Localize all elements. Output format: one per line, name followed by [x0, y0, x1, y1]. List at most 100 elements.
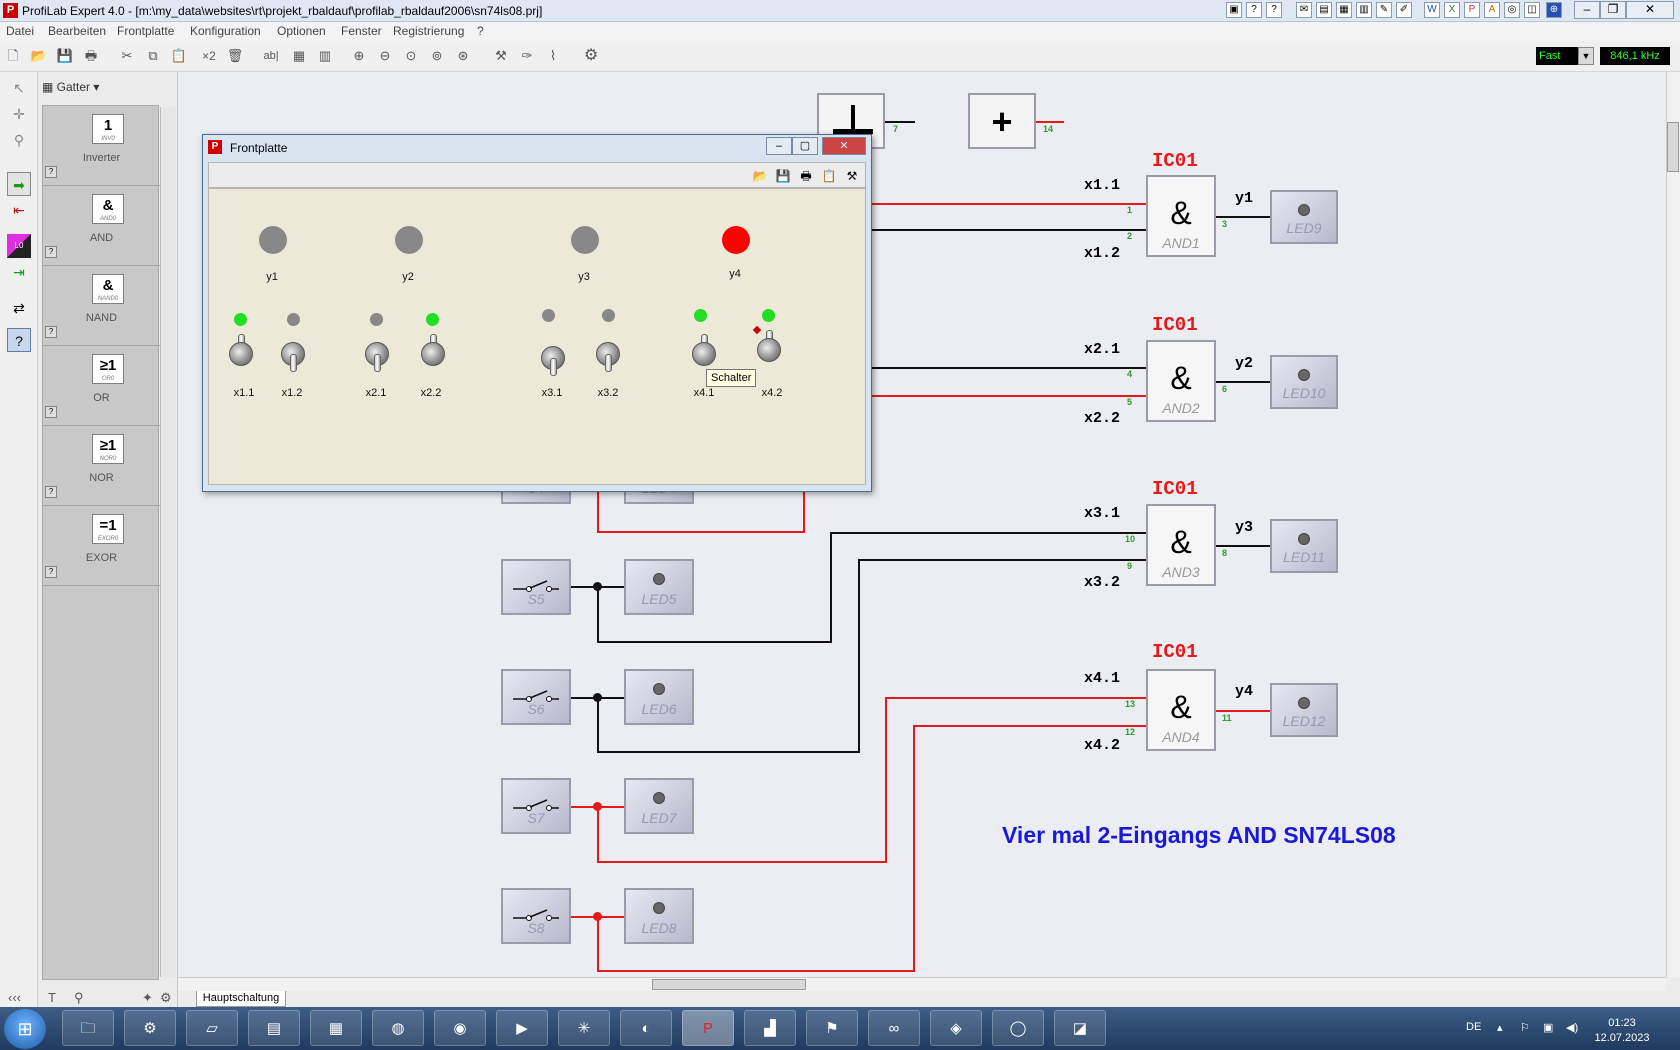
vertical-scroll-thumb[interactable]: [1667, 122, 1679, 172]
library-category-select[interactable]: ▦ Gatter ▾: [42, 80, 100, 94]
copy-icon[interactable]: ⧉: [148, 48, 158, 63]
excel-icon[interactable]: X: [1444, 2, 1460, 18]
led-led7[interactable]: LED7: [624, 778, 694, 834]
switch-s8[interactable]: S8: [501, 888, 571, 944]
duplicate-button[interactable]: ×2: [202, 49, 216, 63]
paste-icon[interactable]: 📋: [821, 169, 837, 183]
pointer-icon[interactable]: ↖: [13, 80, 25, 96]
menu-fenster[interactable]: Fenster: [341, 24, 382, 38]
toggle-x3-1[interactable]: [541, 338, 565, 378]
arduino-task-icon[interactable]: ∞: [868, 1010, 920, 1046]
chevron-down-icon[interactable]: ▼: [1578, 47, 1594, 65]
and-gate-and4[interactable]: &AND4: [1146, 669, 1216, 751]
zoom-in-icon[interactable]: ⊕: [353, 48, 365, 63]
toggle-x2-2[interactable]: [421, 334, 445, 374]
notebook-task-icon[interactable]: ▱: [186, 1010, 238, 1046]
pencil-icon[interactable]: ✐: [1396, 2, 1412, 18]
orange-app-task-icon[interactable]: ◈: [930, 1010, 982, 1046]
access-icon[interactable]: A: [1484, 2, 1500, 18]
minimize-button[interactable]: –: [1574, 1, 1600, 19]
switch-s5[interactable]: S5: [501, 559, 571, 615]
text-icon[interactable]: T: [48, 990, 56, 1005]
logic-analyzer-icon[interactable]: L0: [7, 234, 31, 258]
horizontal-scroll-thumb[interactable]: [652, 979, 806, 990]
help-icon[interactable]: ?: [45, 326, 57, 338]
powerpoint-icon[interactable]: P: [1464, 2, 1480, 18]
print-icon[interactable]: 🖶: [84, 48, 98, 63]
help-icon[interactable]: ?: [45, 406, 57, 418]
outlook-icon[interactable]: ◎: [1504, 2, 1520, 18]
office-icon[interactable]: ◫: [1524, 2, 1540, 18]
language-indicator[interactable]: DE: [1466, 1021, 1482, 1033]
help-icon-2[interactable]: ?: [1266, 2, 1282, 18]
chrome-task-icon[interactable]: ◉: [434, 1010, 486, 1046]
delete-icon[interactable]: 🗑: [226, 48, 244, 63]
bus-icon[interactable]: ⇥: [13, 264, 25, 280]
connect-icon[interactable]: ⌇: [549, 48, 557, 63]
toggle-x3-2[interactable]: [596, 334, 620, 374]
windows-start-icon[interactable]: ⊞: [4, 1009, 46, 1049]
library-scrollbar[interactable]: [160, 107, 176, 977]
tool-app-task-icon[interactable]: ⚑: [806, 1010, 858, 1046]
switch-s6[interactable]: S6: [501, 669, 571, 725]
frontplatte-close-button[interactable]: ✕: [822, 137, 866, 155]
crosshair-icon[interactable]: ✛: [13, 106, 25, 122]
output-arrow-icon[interactable]: ⇤: [13, 202, 25, 218]
menu-frontplatte[interactable]: Frontplatte: [117, 24, 175, 38]
new-file-icon[interactable]: 🗋: [7, 48, 19, 63]
grid-icon[interactable]: ▦: [292, 48, 306, 63]
columns-icon[interactable]: ▥: [318, 48, 332, 63]
help-icon[interactable]: ?: [45, 566, 57, 578]
mail-icon[interactable]: ✉: [1296, 2, 1312, 18]
toggle-x4-1[interactable]: [692, 334, 716, 374]
help-icon[interactable]: ?: [1246, 2, 1262, 18]
flag-icon[interactable]: ⚐: [1520, 1022, 1530, 1034]
frontplatte-minimize-button[interactable]: –: [766, 137, 792, 155]
paste-icon[interactable]: 📋: [170, 48, 188, 63]
explorer-task-icon[interactable]: 🗀: [62, 1010, 114, 1046]
and-gate-and2[interactable]: &AND2: [1146, 340, 1216, 422]
library-item-nand[interactable]: &NAND0 NAND ?: [43, 266, 160, 346]
help-icon[interactable]: ?: [45, 166, 57, 178]
zoom-out-icon[interactable]: ⊖: [379, 48, 391, 63]
floppy-task-icon[interactable]: ▤: [248, 1010, 300, 1046]
quicklaunch-icon[interactable]: ▣: [1226, 2, 1242, 18]
toggle-x1-1[interactable]: [229, 334, 253, 374]
led-led9[interactable]: LED9: [1270, 190, 1338, 244]
menu-optionen[interactable]: Optionen: [277, 24, 326, 38]
zoom-all-icon[interactable]: ⊛: [457, 48, 469, 63]
swap-icon[interactable]: ⇄: [13, 300, 25, 316]
vcc-component[interactable]: +: [968, 93, 1036, 149]
volume-icon[interactable]: ◀): [1566, 1022, 1579, 1034]
frontplatte-restore-button[interactable]: ▢: [792, 137, 818, 155]
globe-task-icon[interactable]: ◍: [372, 1010, 424, 1046]
network-icon[interactable]: ▣: [1543, 1022, 1554, 1034]
toggle-x4-2[interactable]: [757, 330, 781, 370]
collapse-library-button[interactable]: ‹‹‹: [8, 990, 21, 1005]
run-simulation-icon[interactable]: ⚙: [583, 47, 599, 64]
help-icon[interactable]: ?: [45, 246, 57, 258]
restore-button[interactable]: ❐: [1600, 1, 1626, 19]
word-icon[interactable]: W: [1424, 2, 1440, 18]
input-arrow-icon[interactable]: ➡: [7, 172, 31, 196]
calculator-task-icon[interactable]: ▦: [310, 1010, 362, 1046]
help-pointer-icon[interactable]: ?: [7, 328, 31, 352]
magnifier-icon[interactable]: ⚲: [13, 132, 25, 148]
led-led12[interactable]: LED12: [1270, 683, 1338, 737]
profilab-task-icon[interactable]: P: [682, 1010, 734, 1046]
network-app-task-icon[interactable]: ✳: [558, 1010, 610, 1046]
and-gate-and3[interactable]: &AND3: [1146, 504, 1216, 586]
binoculars-icon[interactable]: ⚲: [74, 990, 84, 1005]
toggle-x2-1[interactable]: [365, 334, 389, 374]
note-icon[interactable]: ✎: [1376, 2, 1392, 18]
menu-registrierung[interactable]: Registrierung: [393, 24, 465, 38]
media-player-task-icon[interactable]: ▶: [496, 1010, 548, 1046]
switch-s7[interactable]: S7: [501, 778, 571, 834]
gear-app-task-icon[interactable]: ⚙: [124, 1010, 176, 1046]
chevron-up-icon[interactable]: ▴: [1497, 1022, 1503, 1034]
open-folder-icon[interactable]: 📂: [30, 48, 48, 63]
clipboard-icon[interactable]: ▦: [1336, 2, 1352, 18]
led-led8[interactable]: LED8: [624, 888, 694, 944]
